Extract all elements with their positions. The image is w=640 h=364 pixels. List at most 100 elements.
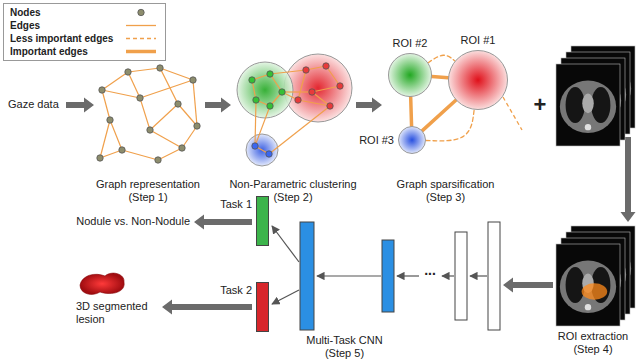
gaze-node [327,103,333,109]
gaze-graph [97,65,200,163]
gaze-edge [102,90,140,98]
graph-edge [426,110,474,141]
legend-row: Less important edges [10,32,159,45]
legend-text: Important edges [10,45,88,58]
cnn-arrow [397,275,419,276]
caption-text: Graph representation (Step 1) [88,178,208,204]
node-outline [257,197,269,246]
legend-sample [123,33,159,44]
gaze-node [157,65,163,71]
legend-text: Edges [10,19,40,32]
gaze-node [147,127,153,133]
ct-frame [556,64,620,146]
legend-line [126,38,156,39]
gaze-node [194,123,200,129]
gaze-edge [100,120,110,158]
gaze-edge [182,126,197,148]
gaze-node [266,151,272,157]
ct-lung [591,87,610,123]
gaze-node [252,143,258,149]
node-label: Task 2 [220,284,252,297]
flow-arrow [194,215,252,230]
gaze-edge [140,98,150,130]
node-label: ROI #2 [393,37,428,50]
gaze-edge [269,106,330,154]
node-shape [388,53,432,97]
node-shape [256,282,269,332]
graph-edge [409,97,413,126]
gaze-node [137,95,143,101]
legend-dot [138,9,144,15]
gaze-node [155,157,161,163]
ct-lung [566,87,585,123]
gaze-edge [150,130,182,148]
gaze-node [309,89,315,95]
ct-body [560,260,616,312]
gaze-node [97,155,103,161]
legend-box: NodesEdgesLess important edgesImportant … [3,3,166,61]
gaze-node [107,117,113,123]
gaze-edge [158,148,182,160]
cnn-arrow [272,290,299,304]
roi-circle: ROI #2 [388,53,432,97]
gaze-graph [249,63,343,157]
node-outline [257,283,269,332]
gaze-node [249,77,255,83]
gaze-edge [102,90,110,120]
cnn-arrow [470,275,487,276]
legend-text: Nodes [10,6,41,19]
legend-line [126,50,156,54]
cnn-layer [300,222,314,330]
gaze-node [179,145,185,151]
gaze-edge [298,70,306,100]
legend-row: Edges [10,19,159,32]
graph-edge [432,77,448,78]
gaze-edge [193,80,197,126]
flow-arrow [66,98,94,113]
gaze-node [267,103,273,109]
caption-text: Nodule vs. Non-Nodule [50,215,190,228]
roi-circle: ROI #3 [398,126,426,154]
ct-slice [556,244,620,326]
cnn-layer [488,222,500,330]
caption-text: 3D segmented lesion [76,300,154,326]
ct-lung [566,267,585,303]
caption-text: Gaze data [8,98,66,111]
flow-arrow [356,98,382,113]
node-outline [399,127,426,154]
gaze-node [99,87,105,93]
ct-spine [585,304,591,310]
legend-row: Important edges [10,45,159,58]
cnn-arrow [272,226,299,262]
gaze-edge [140,80,193,98]
roi-region [582,283,608,299]
gaze-edge [122,150,158,160]
gaze-edge [102,72,128,90]
ct-heart [582,94,594,114]
gaze-node [125,69,131,75]
caption-text: ROI extraction (Step 4) [550,330,636,356]
caption-text: Non-Parametric clustering (Step 2) [223,178,363,204]
caption-text: Multi-Task CNN (Step 5) [297,334,392,360]
lesion-shape [80,273,124,294]
ct-body [560,80,616,132]
cnn-layer [382,240,394,312]
gaze-node [267,71,273,77]
node-shape [256,196,269,246]
node-outline [389,54,432,97]
gaze-edge [298,100,330,106]
node-label: ROI #3 [359,134,394,147]
flow-arrow [205,98,231,113]
ct-slice [556,64,620,146]
node-shape [448,50,508,110]
gaze-edge [110,120,122,150]
task-layer: Task 1 [256,196,269,246]
task-layer: Task 2 [256,282,269,332]
cluster-circle [284,54,352,122]
cnn-arrow [442,275,454,276]
gaze-edge [128,72,140,98]
cluster-circle [237,62,293,118]
node-outline [449,51,508,110]
legend-row: Nodes [10,6,159,19]
gaze-edge [178,104,197,126]
